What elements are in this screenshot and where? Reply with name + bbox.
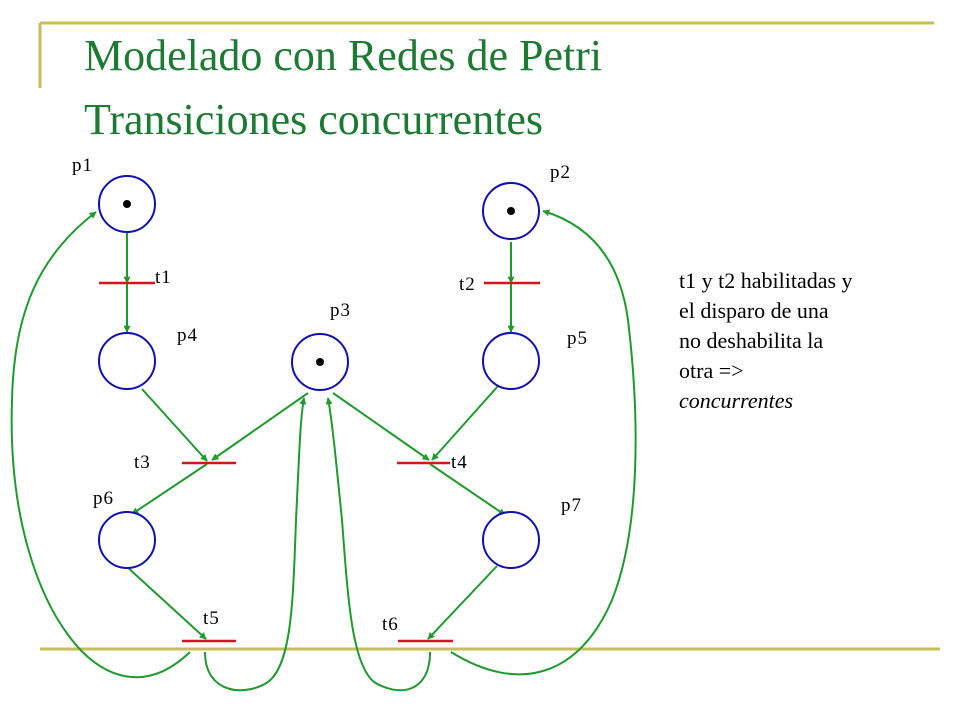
label-t5: t5 [203, 608, 220, 629]
token-p1 [123, 200, 131, 208]
arc-t5-p1 [10, 211, 191, 679]
label-t2: t2 [459, 274, 476, 295]
label-p3: p3 [330, 300, 351, 321]
arc-p5-t4 [431, 385, 499, 461]
slide-title: Modelado con Redes de Petri [84, 31, 603, 80]
note-line-5: concurrentes [679, 388, 794, 413]
label-t4: t4 [451, 452, 468, 473]
label-p6: p6 [93, 488, 114, 509]
place-p6 [98, 511, 156, 569]
token-p2 [507, 207, 515, 215]
places [98, 175, 540, 569]
arcs [10, 209, 637, 692]
label-p5: p5 [567, 328, 588, 349]
arc-t6-p2 [450, 209, 637, 676]
label-t3: t3 [134, 452, 151, 473]
arc-t3-p6 [131, 463, 208, 515]
note-line-4: otra => [679, 358, 744, 383]
arc-t4-p7 [429, 463, 506, 516]
arc-p6-t5 [125, 565, 207, 640]
arc-p3-t4 [332, 392, 430, 461]
arc-t5-p3 [204, 397, 307, 692]
label-p1: p1 [72, 155, 93, 176]
label-t6: t6 [382, 614, 399, 635]
label-p2: p2 [550, 162, 571, 183]
place-p5 [482, 332, 540, 390]
arc-p3-t3 [211, 392, 309, 461]
note-line-1: t1 y t2 habilitadas y [679, 268, 853, 293]
note-line-3: no deshabilita la [679, 328, 824, 353]
note-line-2: el disparo de una [679, 298, 829, 323]
token-p3 [316, 358, 324, 366]
label-t1: t1 [155, 267, 172, 288]
label-p4: p4 [177, 325, 198, 346]
arc-p7-t6 [427, 565, 498, 640]
place-p7 [482, 511, 540, 569]
arc-p4-t3 [141, 388, 208, 462]
concurrency-note: t1 y t2 habilitadas y el disparo de una … [679, 266, 949, 416]
place-p4 [98, 332, 156, 390]
transitions [99, 281, 540, 643]
slide-subtitle: Transiciones concurrentes [84, 95, 544, 144]
arc-t6-p3 [325, 397, 431, 692]
labels: p1 p2 p3 p4 p5 p6 p7 t1 t2 t3 t4 t5 t6 [72, 155, 588, 635]
label-p7: p7 [561, 495, 582, 516]
